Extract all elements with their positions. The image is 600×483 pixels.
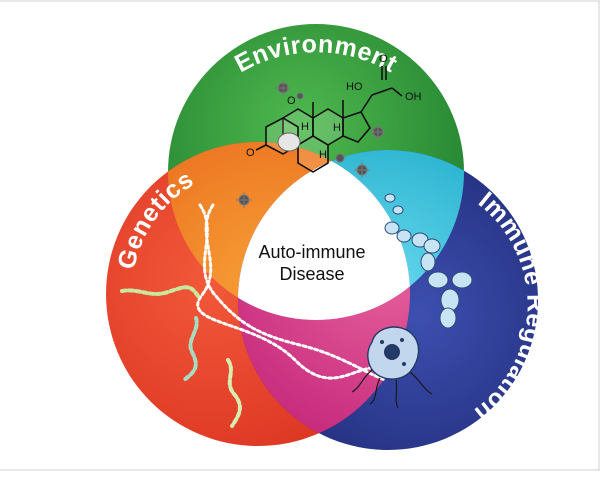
mol-h-upper-label: H	[333, 122, 341, 134]
antibody-icon	[384, 193, 473, 329]
immune-cell-icon	[351, 326, 433, 409]
dna-double-helix-icon	[196, 203, 392, 382]
gene-strand-icon	[120, 285, 242, 428]
enzyme-blob-icon	[277, 132, 301, 152]
mol-o-top-label: O	[379, 53, 388, 65]
mol-h-left-label: H	[301, 121, 309, 133]
mol-ho-label: HO	[346, 81, 363, 93]
mol-h-lower-label: H	[319, 149, 327, 161]
center-label-line2: Disease	[279, 264, 344, 284]
center-label-line1: Auto-immune	[258, 242, 365, 262]
mol-o-left-label: O	[246, 147, 255, 159]
mol-o-ring-label: O	[287, 95, 296, 107]
mol-oh-label: OH	[405, 91, 422, 103]
center-overlap-region	[238, 150, 410, 320]
virus-particle-icon	[236, 80, 386, 208]
